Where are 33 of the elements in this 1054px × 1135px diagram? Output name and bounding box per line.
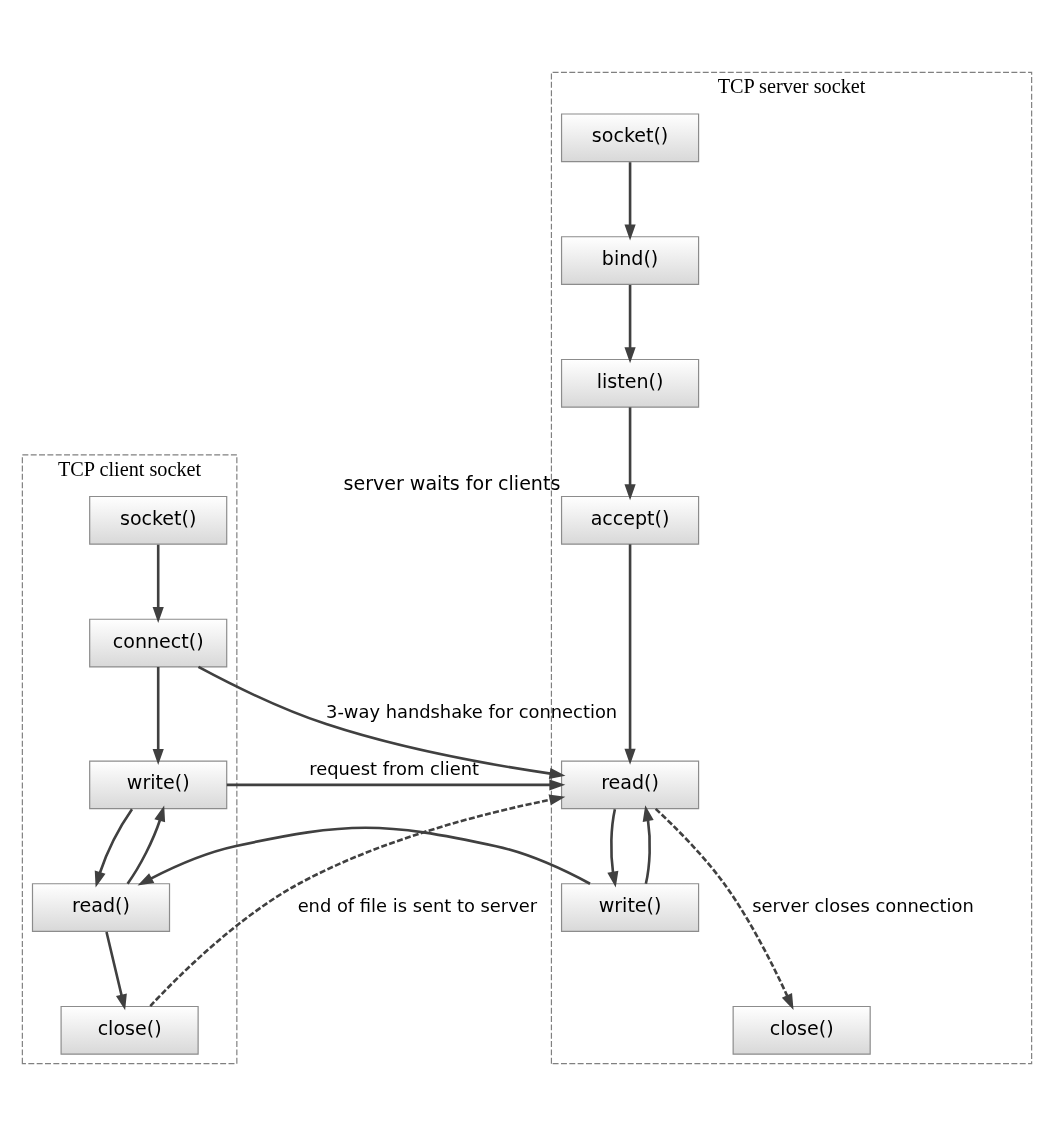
arrow: [105, 931, 127, 1010]
node-box: socket(): [560, 112, 700, 162]
node-label: server waits for clients: [343, 471, 561, 494]
node-box: listen(): [560, 358, 700, 408]
node-box: write(): [89, 759, 228, 809]
arrow: [607, 808, 619, 888]
arrow: [624, 406, 636, 500]
arrow: [126, 804, 166, 884]
node-box: socket(): [89, 495, 228, 545]
node-box: read(): [560, 759, 700, 809]
node-box: close(): [732, 1005, 871, 1055]
edge-label: server closes connection: [752, 894, 974, 916]
node-box: close(): [60, 1005, 199, 1055]
arrow: [152, 544, 164, 623]
edge-label: request from client: [309, 757, 480, 779]
arrow: [624, 284, 636, 363]
arrow: [642, 804, 654, 884]
arrow: [152, 666, 164, 765]
node-box: read(): [31, 882, 171, 932]
arrow: [137, 825, 591, 886]
node-box: accept(): [560, 495, 700, 545]
node-box: bind(): [560, 235, 700, 285]
node-box: write(): [560, 882, 700, 932]
arrow: [149, 793, 566, 1007]
arrow: [624, 161, 636, 241]
edge-label: end of file is sent to server: [297, 894, 538, 916]
arrow: [226, 778, 566, 790]
arrow: [94, 808, 134, 887]
edge-label: 3-way handshake for connection: [326, 700, 618, 722]
arrow: [624, 543, 636, 765]
node-box: connect(): [89, 618, 228, 667]
arrow: [654, 807, 794, 1010]
arrow: [197, 665, 566, 779]
